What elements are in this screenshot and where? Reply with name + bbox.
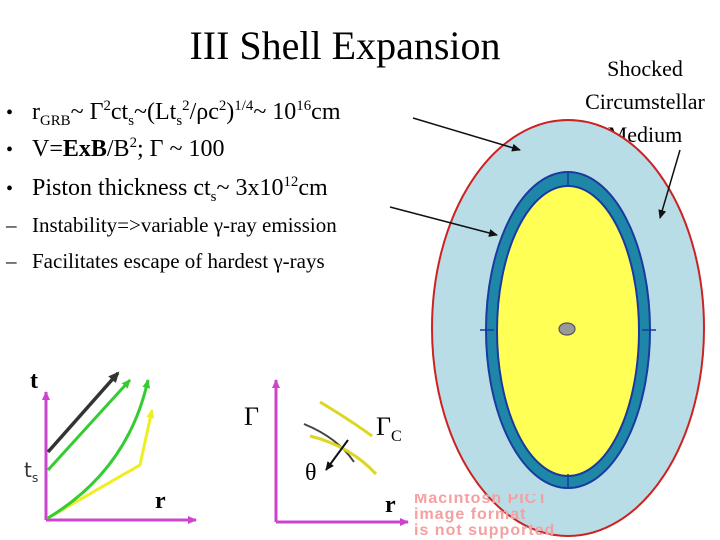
graph1-ts-label: ts <box>24 458 39 485</box>
sub-bullet-instability: –Instability=>variable γ-ray emission <box>6 213 337 237</box>
graph2-theta-arrow <box>325 439 349 471</box>
bullet-mark: • <box>6 178 14 200</box>
graph-t-vs-r <box>42 371 197 524</box>
bullet-radius: •rGRB~ Γ2cts~(Lts2/ρc2)1/4~ 1016cm <box>6 98 341 129</box>
graph1-green-curve <box>47 379 151 520</box>
shocked-medium-label: Shocked Circumstellar Medium <box>585 56 705 147</box>
graph2-gamma-label: Γ <box>244 402 260 431</box>
graph2-x-label: r <box>385 492 396 518</box>
arrow-to-piston <box>389 206 498 237</box>
shell-diagram <box>431 119 705 537</box>
graph2-yellow-lower-curve <box>309 434 378 476</box>
graph2-theta-label: θ <box>305 460 317 486</box>
graph2-gamma-c-label: ΓC <box>376 412 402 446</box>
sub-bullet-escape: –Facilitates escape of hardest γ-rays <box>6 249 325 273</box>
graph-gamma-vs-r <box>272 379 409 526</box>
central-source <box>558 322 576 336</box>
bullet-velocity: •V=ExB/B2; Γ ~ 100 <box>6 135 225 162</box>
unsupported-image-placeholder: Macintosh PICT image format is not suppo… <box>414 494 556 539</box>
graph2-yellow-curve <box>319 400 373 438</box>
graph1-yellow-curve <box>47 409 155 520</box>
slide-title: III Shell Expansion <box>189 23 501 68</box>
graph1-x-label: r <box>155 488 166 514</box>
bullet-mark: • <box>6 102 14 124</box>
arrow-shocked-medium <box>658 149 681 219</box>
graph1-dark-arrow <box>46 371 120 454</box>
bullet-piston-thickness: •Piston thickness cts~ 3x1012cm <box>6 174 328 205</box>
graph1-green-ts-line <box>46 378 132 472</box>
arrow-to-outer-shell <box>412 117 521 152</box>
graph2-dark-curve <box>303 423 355 463</box>
bullet-mark: • <box>6 139 14 161</box>
graph1-y-label: t <box>30 368 38 394</box>
